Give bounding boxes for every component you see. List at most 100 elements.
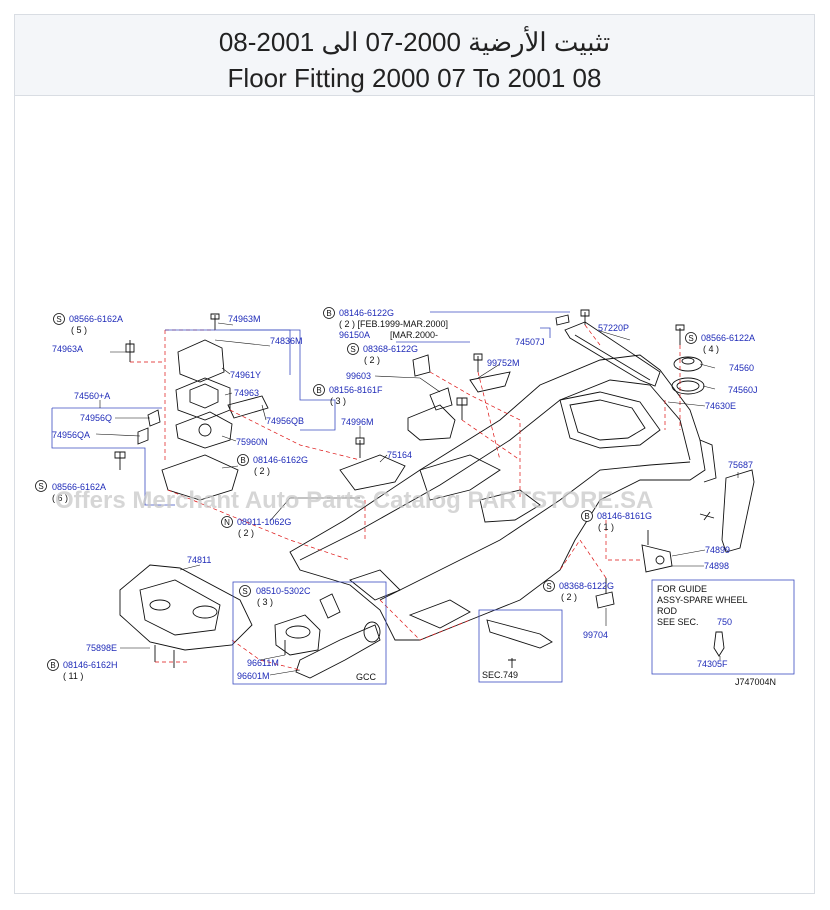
circle-n-letter: N [224,518,230,527]
part-label[interactable]: 96611M [247,658,279,668]
floor-panel[interactable] [289,354,717,641]
part-label[interactable]: 74630E [705,401,736,411]
circle-s-marker [347,343,359,355]
circle-s-marker [685,332,697,344]
part-label[interactable]: 99752M [487,358,520,368]
circle-markers: S B S B S B S N B S S B [35,307,697,671]
part-label[interactable]: 75687 [728,460,753,470]
diagram-code: J747004N [735,677,776,687]
section-ref-link[interactable]: 750 [717,617,732,627]
diagram-frame [14,14,815,894]
circle-b-marker [581,510,593,522]
title-arabic: تثبيت الأرضية 2000-07 الى 2001-08 [218,27,611,57]
part-label[interactable]: 74956Q [80,413,112,423]
part-label[interactable]: 08156-8161F [329,385,383,395]
part-label[interactable]: 75898E [86,643,117,653]
circle-s-marker [35,480,47,492]
part-label[interactable]: 74963M [228,314,261,324]
part-label[interactable]: 08510-5302C [256,586,311,596]
part-label[interactable]: 08368-6122G [559,581,614,591]
circle-b-letter: B [584,512,589,521]
part-label[interactable]: 08146-6162G [253,455,308,465]
circle-s-marker [53,313,65,325]
circle-n-marker [221,516,233,528]
page-header: تثبيت الأرضية 2000-07 الى 2001-08 Floor … [15,15,814,96]
part-label[interactable]: 75960N [236,437,268,447]
title-english: Floor Fitting 2000 07 To 2001 08 [227,63,602,93]
part-qty: ( 3 ) [330,396,346,406]
part-label[interactable]: 08911-1062G [237,517,291,527]
shift-boot-assembly[interactable] [114,313,269,501]
part-label[interactable]: 08368-6122G [363,344,418,354]
part-qty: ( 2 ) [254,466,270,476]
part-label[interactable]: 74956QA [52,430,90,440]
floor-under-cover[interactable] [119,564,253,668]
part-label[interactable]: 74305F [697,659,728,669]
part-qty: ( 4 ) [703,344,719,354]
part-label[interactable]: 74560 [729,363,754,373]
part-qty: ( 1 ) [598,522,614,532]
part-label[interactable]: 74963A [52,344,83,354]
gcc-parts[interactable] [274,593,381,679]
part-label[interactable]: 74560+A [74,391,110,401]
part-label[interactable]: 96601M [237,671,270,681]
watermark-text: Offers Merchant Auto Parts Catalog PARTS… [55,487,653,514]
sec749-part[interactable] [486,619,553,668]
part-qty: ( 2 ) [238,528,254,538]
circle-b-letter: B [240,456,245,465]
note-line: ASSY-SPARE WHEEL [657,595,748,605]
part-labels: 08566-6162A ( 5 ) 74963A 74963M 74836M 7… [52,308,776,687]
part-label[interactable]: 08146-8161G [597,511,652,521]
part-label[interactable]: 08566-6122A [701,333,755,343]
part-qty: ( 11 ) [63,671,83,681]
circle-s-letter: S [242,587,247,596]
part-qty: ( 2 ) [364,355,380,365]
circle-s-marker [239,585,251,597]
part-label[interactable]: 08146-6162H [63,660,118,670]
part-label[interactable]: 74996M [341,417,374,427]
part-label[interactable]: 99704 [583,630,608,640]
section-ref[interactable]: SEC.749 [482,670,518,680]
part-label[interactable]: 08146-6122G [339,308,394,318]
part-label[interactable]: 57220P [598,323,629,333]
part-label[interactable]: 74898 [704,561,729,571]
part-label[interactable]: 75164 [387,450,412,460]
part-qty: ( 2 ) [561,592,577,602]
part-label[interactable]: 74507J [515,337,545,347]
part-label[interactable]: 74560J [728,385,758,395]
part-label[interactable]: 74963 [234,388,259,398]
part-label[interactable]: 08566-6162A [52,482,106,492]
part-qty: ( 5 ) [71,325,87,335]
leader-lines [95,322,739,676]
part-label[interactable]: 96150A [339,330,370,340]
circle-b-marker [313,384,325,396]
center-brackets[interactable] [339,309,590,491]
note-line: FOR GUIDE [657,584,707,594]
group-boxes [51,311,795,685]
circle-b-letter: B [326,309,331,318]
part-label[interactable]: 74899 [705,545,730,555]
part-qty: ( 2 ) [FEB.1999-MAR.2000] [339,319,448,329]
part-label[interactable]: 74961Y [230,370,261,380]
part-label[interactable]: 74956QB [266,416,304,426]
circle-s-letter: S [546,582,551,591]
circle-b-marker [47,659,59,671]
circle-b-marker [323,307,335,319]
circle-s-letter: S [688,334,693,343]
date-range-note: [MAR.2000- [390,330,438,340]
circle-s-letter: S [350,345,355,354]
part-label[interactable]: 99603 [346,371,371,381]
note-line: ROD [657,606,678,616]
gcc-box-label: GCC [356,672,377,682]
circle-b-letter: B [316,386,321,395]
part-label[interactable]: 08566-6162A [69,314,123,324]
circle-s-marker [543,580,555,592]
note-line: SEE SEC. [657,617,699,627]
circle-b-marker [237,454,249,466]
part-label[interactable]: 74811 [187,555,211,565]
clip-74305F[interactable] [713,631,725,657]
circle-b-letter: B [50,661,55,670]
circle-s-letter: S [56,315,61,324]
part-label[interactable]: 74836M [270,336,303,346]
